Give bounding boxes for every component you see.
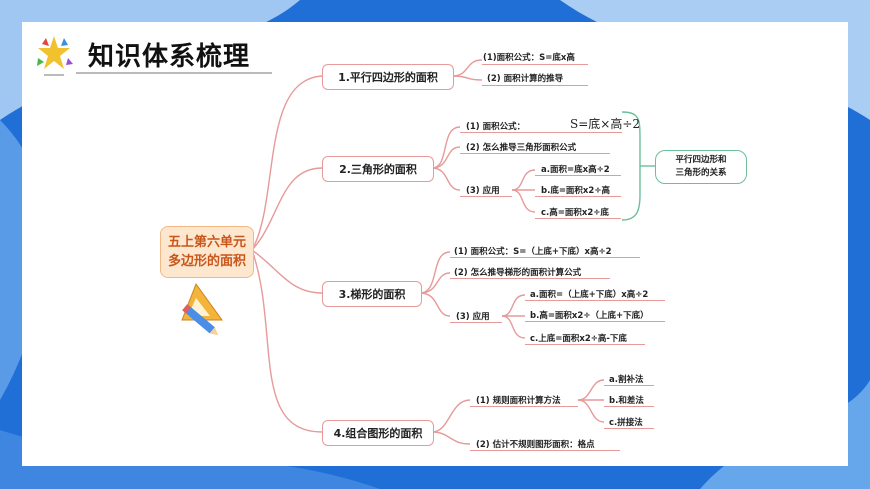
relation-line2: 三角形的关系 <box>675 168 727 178</box>
branch-1-node: 1.平行四边形的面积 <box>322 64 454 90</box>
b4-method-3: c.拼接法 <box>609 418 643 428</box>
b3-app-3-underline <box>525 344 645 346</box>
branch-4-node: 4.组合图形的面积 <box>322 420 434 446</box>
b3-app-3: c.上底=面积x2÷高-下底 <box>530 334 627 344</box>
b2-item-2-underline <box>460 153 610 155</box>
content-panel <box>22 22 848 466</box>
b3-app-1-underline <box>525 300 665 302</box>
b4-method-1: a.割补法 <box>609 375 644 385</box>
b3-item-1: (1) 面积公式：S=（上底+下底）x高÷2 <box>454 247 612 257</box>
b2-item-3-underline <box>460 196 512 198</box>
b2-app-2-underline <box>535 196 621 198</box>
b3-item-3: (3) 应用 <box>456 312 490 322</box>
b3-app-2: b.高=面积x2÷（上底+下底） <box>530 311 649 321</box>
b3-item-2: (2) 怎么推导梯形的面积计算公式 <box>454 268 582 278</box>
relation-line1: 平行四边形和 <box>675 155 727 165</box>
b4-method-3-underline <box>604 428 654 430</box>
b3-item-3-underline <box>450 322 502 324</box>
page-title: 知识体系梳理 <box>88 42 251 72</box>
ruler-pencil-icon <box>181 282 223 336</box>
b4-item-1: (1) 规则面积计算方法 <box>476 396 561 406</box>
b4-method-2-underline <box>604 406 654 408</box>
b1-item-1-underline <box>482 64 588 66</box>
b2-app-3: c.高=面积x2÷底 <box>541 208 609 218</box>
b2-item-1: (1) 面积公式： <box>466 122 526 132</box>
b2-app-3-underline <box>535 218 621 220</box>
b4-item-2-underline <box>470 450 620 452</box>
b1-item-2-underline <box>482 85 588 87</box>
center-title-line2: 多边形的面积 <box>167 254 246 269</box>
b2-app-1-underline <box>535 175 621 177</box>
b2-item-1-underline <box>460 132 622 134</box>
b3-app-2-underline <box>525 321 665 323</box>
b1-item-1: (1)面积公式：S=底x高 <box>483 53 575 63</box>
b3-app-1: a.面积=（上底+下底）x高÷2 <box>530 290 649 300</box>
b2-item-2: (2) 怎么推导三角形面积公式 <box>466 143 577 153</box>
title-underline <box>76 72 272 74</box>
b4-item-1-underline <box>470 406 578 408</box>
b2-formula: S=底×高÷2 <box>570 117 641 131</box>
star-burst-icon <box>37 36 73 69</box>
b1-item-2: (2) 面积计算的推导 <box>487 74 564 84</box>
branch-3-node: 3.梯形的面积 <box>322 281 422 307</box>
b4-method-1-underline <box>604 385 654 387</box>
branch-2-node: 2.三角形的面积 <box>322 156 434 182</box>
b3-item-1-underline <box>450 257 640 259</box>
center-title-line1: 五上第六单元 <box>167 235 246 250</box>
relation-node: 平行四边形和 三角形的关系 <box>655 150 747 184</box>
b2-app-2: b.底=面积x2÷高 <box>541 186 610 196</box>
title-underline-short <box>44 74 64 76</box>
b4-item-2: (2) 估计不规则图形面积：格点 <box>476 440 595 450</box>
b2-item-3: (3) 应用 <box>466 186 500 196</box>
b4-method-2: b.和差法 <box>609 396 644 406</box>
center-node: 五上第六单元 多边形的面积 <box>160 226 254 278</box>
b3-item-2-underline <box>450 278 610 280</box>
b2-app-1: a.面积=底x高÷2 <box>541 165 610 175</box>
